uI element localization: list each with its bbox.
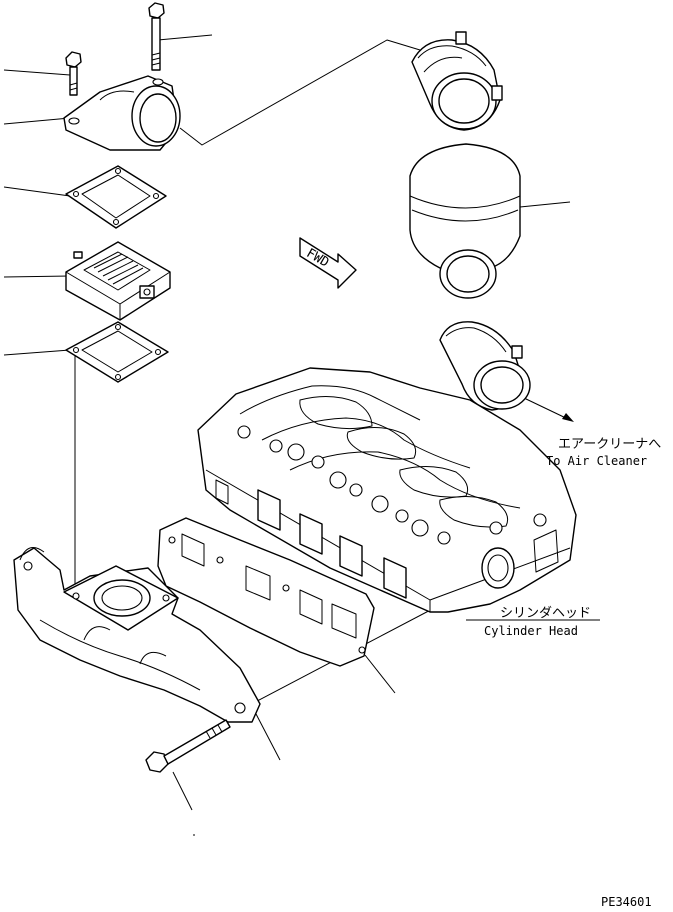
intake-manifold-icon — [13, 547, 261, 723]
manifold-gasket-icon — [157, 517, 375, 667]
manifold-bolt-icon — [145, 719, 231, 773]
upper-gasket-icon — [65, 165, 167, 229]
upper-hose-icon — [411, 31, 503, 131]
cylinder-head-label-jp: シリンダヘッド — [500, 606, 591, 621]
bellows-hose-icon — [409, 143, 521, 299]
lower-gasket-icon — [65, 321, 169, 383]
lower-hose-icon — [439, 321, 531, 411]
elbow-connector-icon — [63, 75, 181, 151]
intake-heater-icon — [65, 241, 171, 321]
cylinder-head-icon — [197, 367, 577, 613]
short-bolt-icon — [65, 51, 82, 96]
air-cleaner-label-jp: エアークリーナへ — [558, 437, 661, 452]
fwd-arrow-icon: FWD — [299, 237, 357, 289]
air-cleaner-label-en: To Air Cleaner — [546, 454, 647, 468]
long-bolt-icon — [148, 2, 165, 71]
cylinder-head-label-en: Cylinder Head — [484, 624, 578, 638]
drawing-code: PE34601 — [601, 895, 652, 909]
